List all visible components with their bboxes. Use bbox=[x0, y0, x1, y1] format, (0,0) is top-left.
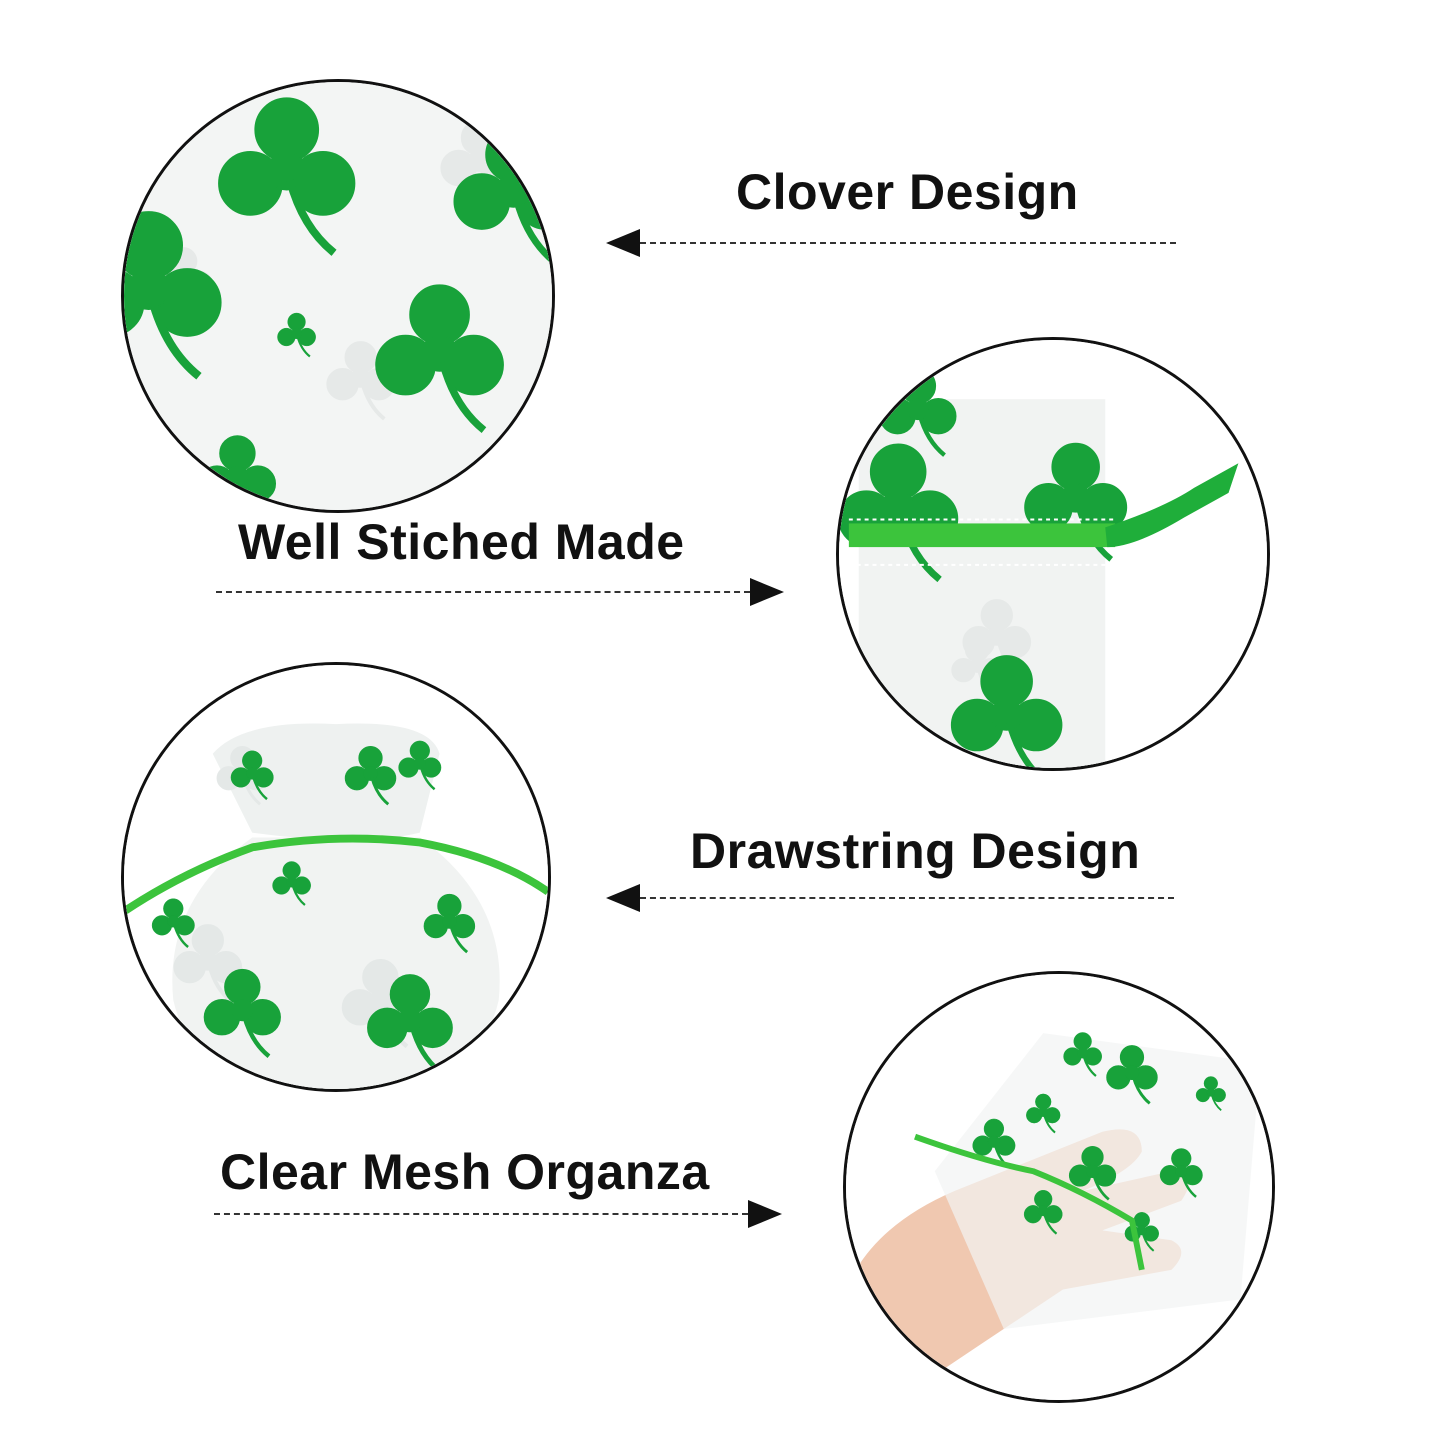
caption-clear-mesh-organza: Clear Mesh Organza bbox=[220, 1144, 710, 1200]
drawstring-bag-pattern bbox=[124, 665, 548, 1089]
caption-clover-design: Clover Design bbox=[736, 164, 1079, 220]
caption-well-stitched: Well Stiched Made bbox=[238, 514, 685, 570]
leader-line bbox=[216, 591, 750, 593]
mesh-over-hand-pattern bbox=[846, 974, 1272, 1400]
stitched-edge-pattern bbox=[839, 340, 1267, 768]
leader-line bbox=[640, 897, 1174, 899]
leader-line bbox=[640, 242, 1176, 244]
clover-design-photo bbox=[121, 79, 555, 513]
arrow-right-icon bbox=[748, 1200, 782, 1228]
clover-pattern bbox=[124, 82, 552, 510]
arrow-left-icon bbox=[606, 229, 640, 257]
leader-line bbox=[214, 1213, 748, 1215]
drawstring-design-photo bbox=[121, 662, 551, 1092]
arrow-left-icon bbox=[606, 884, 640, 912]
caption-drawstring-design: Drawstring Design bbox=[690, 823, 1141, 879]
arrow-right-icon bbox=[750, 578, 784, 606]
well-stitched-photo bbox=[836, 337, 1270, 771]
clear-mesh-organza-photo bbox=[843, 971, 1275, 1403]
